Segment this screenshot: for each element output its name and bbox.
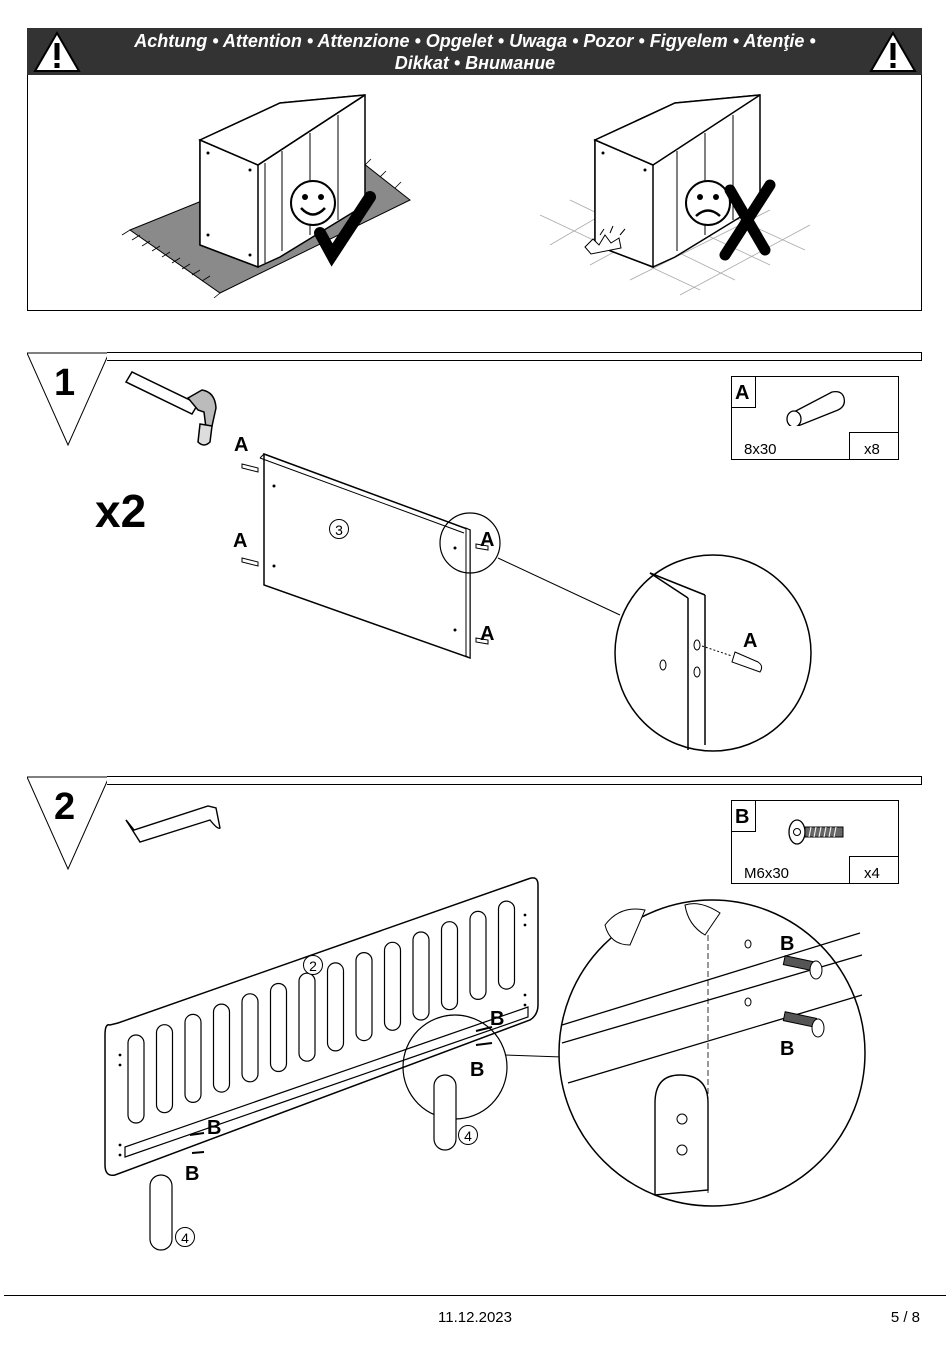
dowel-label-bottom-right: A <box>480 623 494 646</box>
dowel-icon <box>780 386 850 426</box>
part-a-letter: A <box>735 382 749 405</box>
headboard-slot <box>299 973 315 1061</box>
step-2-headboard-illustration <box>100 875 880 1255</box>
bolt-label-right-upper: B <box>490 1008 504 1031</box>
headboard-slot <box>442 922 458 1010</box>
warning-triangle-icon-left <box>32 30 82 74</box>
warning-line-2: Dikkat • Внимание <box>80 52 870 74</box>
headboard-slot <box>214 1004 230 1092</box>
warning-triangle-icon-right <box>868 30 918 74</box>
warning-line-1: Achtung • Attention • Attenzione • Opgel… <box>80 30 870 52</box>
headboard-slot <box>356 953 372 1041</box>
allen-key-icon <box>120 800 225 850</box>
dowel-label-bottom-left: A <box>233 530 247 553</box>
bolt-label-right-lower: B <box>470 1059 484 1082</box>
step-1-panel-illustration <box>230 440 830 760</box>
step-1-number: 1 <box>54 362 75 405</box>
bolt-label-detail-lower: B <box>780 1038 794 1061</box>
correct-method-illustration <box>120 85 430 300</box>
bolt-label-detail-upper: B <box>780 933 794 956</box>
headboard-slot <box>470 911 486 999</box>
warning-languages: Achtung • Attention • Attenzione • Opgel… <box>80 30 870 74</box>
quantity-multiplier: x2 <box>95 484 146 538</box>
headboard-2-callout: 2 <box>303 955 323 975</box>
leg-4-callout-left: 4 <box>175 1227 195 1247</box>
bolt-label-left-lower: B <box>185 1163 199 1186</box>
headboard-slot <box>385 942 401 1030</box>
headboard-slot <box>157 1025 173 1113</box>
headboard-slot <box>413 932 429 1020</box>
footer-divider <box>4 1295 946 1296</box>
hammer-icon <box>120 368 220 450</box>
headboard-slot <box>499 901 515 989</box>
headboard-slot <box>271 984 287 1072</box>
dowel-label-detail: A <box>743 630 757 653</box>
headboard-slot <box>242 994 258 1082</box>
incorrect-method-illustration <box>530 85 830 300</box>
headboard-slot <box>328 963 344 1051</box>
footer-date: 11.12.2023 <box>400 1309 550 1326</box>
bolt-label-left-upper: B <box>207 1117 221 1140</box>
leg-4-callout-right: 4 <box>458 1125 478 1145</box>
headboard-slot <box>128 1035 144 1123</box>
step-2-header-rule <box>107 776 922 785</box>
part-a-qty: x8 <box>864 441 880 458</box>
step-1-header-rule <box>107 352 922 361</box>
part-b-letter: B <box>735 806 749 829</box>
panel-3-callout: 3 <box>329 519 349 539</box>
dowel-label-top-right: A <box>480 529 494 552</box>
headboard-slot <box>185 1014 201 1102</box>
step-2-number: 2 <box>54 786 75 829</box>
page-number: 5 / 8 <box>860 1309 920 1326</box>
bolt-icon <box>785 815 850 850</box>
dowel-label-top-left: A <box>234 434 248 457</box>
